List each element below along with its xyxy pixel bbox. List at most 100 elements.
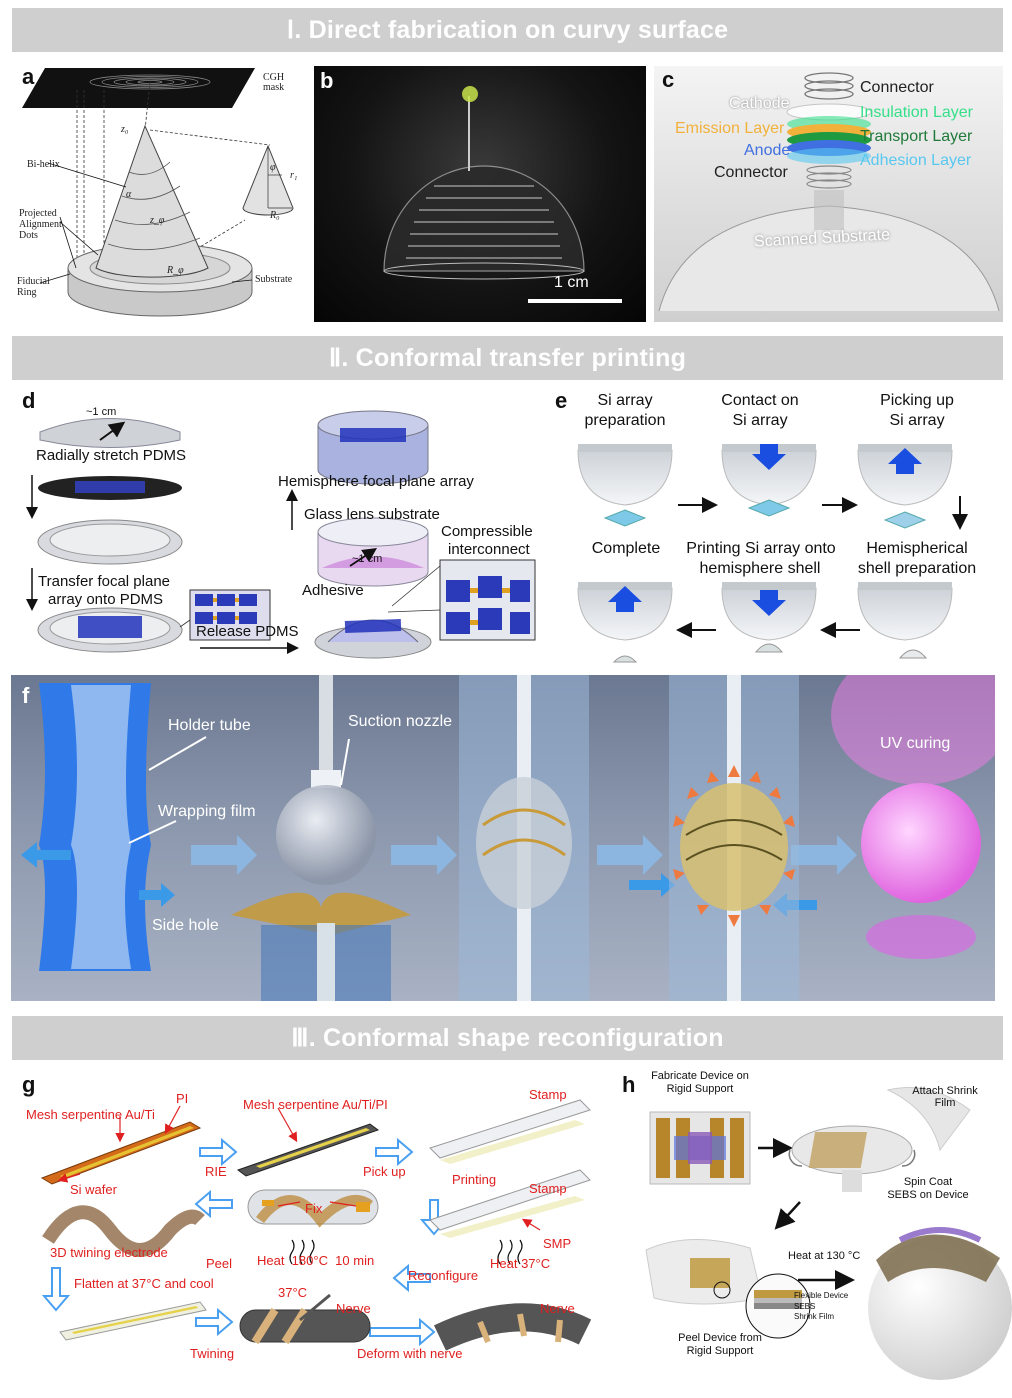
panel-label-a: a bbox=[22, 64, 35, 89]
layer-stack-illustration bbox=[658, 72, 1000, 312]
projected-label-3: Dots bbox=[19, 230, 38, 241]
heat-37-label: Heat 37°C bbox=[490, 1256, 551, 1271]
nerve-label-2: Nerve bbox=[540, 1301, 575, 1316]
panel-label-b: b bbox=[320, 68, 334, 93]
deform-label: Deform with nerve bbox=[357, 1346, 463, 1361]
e-step6-label-2: shell preparation bbox=[857, 560, 977, 577]
connector-bottom-label: Connector bbox=[714, 164, 788, 181]
shrink-film-label: Shrink Film bbox=[794, 1312, 835, 1321]
projected-label-2: Alignment bbox=[19, 219, 62, 230]
compressible-label-1: Compressible bbox=[441, 523, 533, 540]
panel-g-diagram bbox=[40, 1099, 592, 1351]
panel-label-c: c bbox=[662, 67, 675, 92]
glass-lens-label: Glass lens substrate bbox=[304, 506, 440, 523]
peel-device-label-2: Rigid Support bbox=[686, 1345, 754, 1357]
section-title-2: Ⅱ. Conformal transfer printing bbox=[328, 344, 687, 372]
printing-label: Printing bbox=[452, 1172, 497, 1187]
panel-a-diagram bbox=[22, 68, 294, 317]
cathode-label: Cathode bbox=[729, 95, 790, 112]
twining-label: Twining bbox=[190, 1346, 235, 1361]
e-step1-label-1: Si array bbox=[597, 392, 653, 409]
alpha-label: α bbox=[126, 189, 132, 200]
e-step5-label-2: hemisphere shell bbox=[699, 560, 821, 577]
e-step5-label-1: Printing Si array onto bbox=[686, 540, 836, 557]
panel-label-h: h bbox=[622, 1072, 636, 1097]
anode-label: Anode bbox=[744, 142, 791, 159]
scale-bar bbox=[528, 299, 622, 303]
section-banner-1: Ⅰ. Direct fabrication on curvy surface bbox=[12, 8, 1003, 52]
si-wafer-label: Si wafer bbox=[70, 1182, 117, 1197]
mesh-au-ti-pi-label: Mesh serpentine Au/Ti/PI bbox=[243, 1097, 388, 1112]
z0-label: z₀ bbox=[121, 124, 129, 135]
panel-h-diagram bbox=[645, 1087, 1012, 1380]
r0-label: R₀ bbox=[270, 210, 280, 221]
cgh-mask-label-2: mask bbox=[263, 82, 285, 93]
insulation-layer-label: Insulation Layer bbox=[860, 104, 973, 121]
wrapping-film-label: Wrapping film bbox=[158, 803, 256, 820]
panel-label-d: d bbox=[22, 388, 36, 413]
pick-up-label: Pick up bbox=[363, 1164, 406, 1179]
twining-3d-label: 3D twining electrode bbox=[50, 1245, 168, 1260]
scale-bar-label: 1 cm bbox=[554, 274, 589, 291]
panel-f-render: Holder tube Suction nozzle Wrapping film… bbox=[11, 675, 995, 1001]
one-cm-label-2: ~1 cm bbox=[352, 553, 383, 565]
reconfigure-label: Reconfigure bbox=[408, 1268, 479, 1283]
heat-130-label: Heat at 130 °C bbox=[788, 1250, 861, 1262]
side-hole-label: Side hole bbox=[152, 917, 219, 934]
transport-layer-label: Transport Layer bbox=[860, 128, 973, 145]
peel-label: Peel bbox=[206, 1256, 233, 1271]
dome-illustration bbox=[383, 86, 585, 280]
e-step1-label-2: preparation bbox=[584, 412, 666, 429]
zphi-label: z_φ bbox=[150, 215, 165, 226]
transfer-fpa-label-1: Transfer focal plane bbox=[38, 573, 171, 590]
panel-d-diagram bbox=[26, 410, 536, 659]
e-step3-label-2: Si array bbox=[889, 412, 945, 429]
panel-c-render: Connector Cathode Insulation Layer Emiss… bbox=[654, 66, 1003, 322]
fabricate-label-1: Fabricate Device on bbox=[651, 1070, 749, 1082]
panel-label-g: g bbox=[22, 1072, 36, 1097]
section-title-3: Ⅲ. Conformal shape reconfiguration bbox=[291, 1024, 724, 1052]
adhesive-label: Adhesive bbox=[302, 582, 364, 599]
panel-f-illustration bbox=[21, 675, 995, 1001]
flexible-device-label: Flexible Device bbox=[794, 1291, 849, 1300]
rphi-label: R_φ bbox=[167, 265, 184, 276]
temp-37-label: 37°C bbox=[278, 1285, 308, 1300]
uv-curing-label: UV curing bbox=[880, 735, 951, 752]
spin-coat-label-1: Spin Coat bbox=[903, 1176, 953, 1188]
e-step4-label: Complete bbox=[591, 540, 661, 557]
section-banner-3: Ⅲ. Conformal shape reconfiguration bbox=[12, 1016, 1003, 1060]
emission-layer-label: Emission Layer bbox=[675, 120, 785, 137]
panel-b-photo: 1 cm bbox=[314, 66, 646, 322]
phi-label: φ bbox=[270, 162, 276, 173]
fabricate-label-2: Rigid Support bbox=[666, 1083, 734, 1095]
stamp-label-1: Stamp bbox=[529, 1087, 567, 1102]
adhesion-layer-label: Adhesion Layer bbox=[860, 152, 972, 169]
section-banner-2: Ⅱ. Conformal transfer printing bbox=[12, 336, 1003, 380]
heat-180-label: Heat 180°C 10 min bbox=[257, 1253, 375, 1268]
sebs-label: SEBS bbox=[794, 1302, 816, 1311]
spin-coat-label-2: SEBS on Device bbox=[887, 1189, 969, 1201]
panel-label-e: e bbox=[555, 388, 568, 413]
suction-nozzle-label: Suction nozzle bbox=[348, 713, 453, 730]
nerve-label-1: Nerve bbox=[336, 1301, 371, 1316]
attach-shrink-label-2: Film bbox=[934, 1097, 956, 1109]
section-title-1: Ⅰ. Direct fabrication on curvy surface bbox=[286, 16, 729, 44]
transfer-fpa-label-2: array onto PDMS bbox=[48, 591, 164, 608]
projected-label-1: Projected bbox=[19, 208, 57, 219]
fiducial-label-1: Fiducial bbox=[17, 276, 50, 287]
flatten-label: Flatten at 37°C and cool bbox=[74, 1276, 214, 1291]
rie-label: RIE bbox=[205, 1164, 227, 1179]
e-step6-label-1: Hemispherical bbox=[866, 540, 968, 557]
substrate-label: Substrate bbox=[255, 274, 293, 285]
fiducial-label-2: Ring bbox=[17, 287, 37, 298]
panel-f-pointers bbox=[128, 736, 350, 844]
panel-label-f: f bbox=[22, 683, 30, 708]
stamp-label-2: Stamp bbox=[529, 1181, 567, 1196]
panel-e-diagram bbox=[577, 444, 968, 663]
e-step2-label-1: Contact on bbox=[721, 392, 799, 409]
bi-helix-label: Bi-helix bbox=[27, 159, 60, 170]
r1-label: r₁ bbox=[290, 170, 298, 181]
release-pdms-label: Release PDMS bbox=[196, 623, 299, 640]
holder-tube-label: Holder tube bbox=[168, 717, 251, 734]
smp-label: SMP bbox=[543, 1236, 572, 1251]
